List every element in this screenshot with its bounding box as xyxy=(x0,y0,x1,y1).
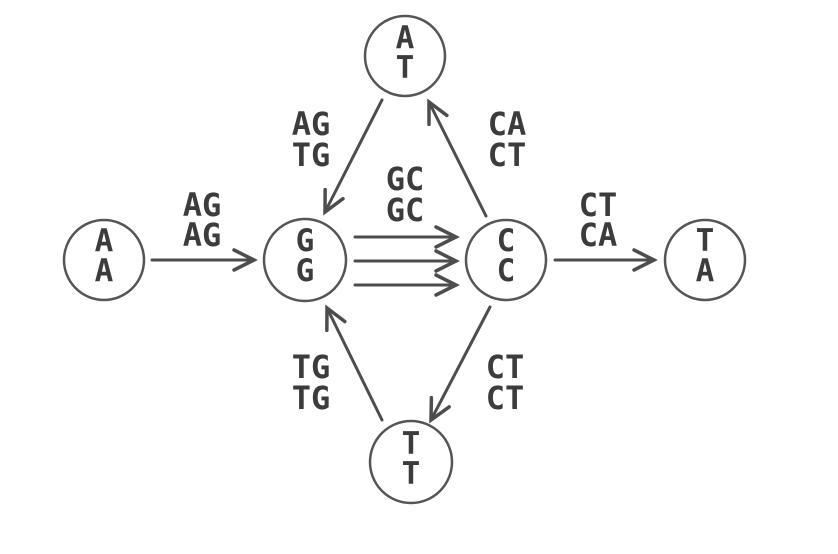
edge-tt-gg-label-bottom: TG xyxy=(292,379,331,417)
node-cc: C C xyxy=(464,218,548,302)
node-gg-top: G xyxy=(296,223,315,259)
edge-tt-gg-label-top: TG xyxy=(292,348,331,386)
node-cc-bottom: C xyxy=(497,253,516,289)
node-aa-bottom: A xyxy=(95,253,114,289)
node-tt-top: T xyxy=(402,426,421,462)
edge-cc-ta-label-top: CT xyxy=(579,186,618,224)
edge-cc-at-label-bottom: CT xyxy=(488,136,527,174)
edge-tt-gg-arrow xyxy=(325,304,384,422)
node-cc-top: C xyxy=(497,223,516,259)
node-gg-bottom: G xyxy=(296,253,315,289)
edge-gg-cc-label-bottom: GC xyxy=(386,191,425,229)
edge-gg-cc-label-top: GC xyxy=(386,160,425,198)
edge-cc-tt-arrow xyxy=(429,305,492,424)
edge-cc-at: CA CT xyxy=(427,98,527,218)
node-ta-bottom: A xyxy=(696,253,715,289)
node-gg: G G xyxy=(262,217,348,303)
node-aa-top: A xyxy=(95,223,114,259)
node-ta-top: T xyxy=(696,223,715,259)
edge-cc-at-label-top: CA xyxy=(488,105,527,143)
node-at-top: A xyxy=(396,20,415,56)
edge-aa-gg-label-top: AG xyxy=(183,186,222,224)
edge-tt-gg: TG TG xyxy=(292,304,384,422)
edge-at-gg-arrow xyxy=(323,98,384,216)
edge-at-gg-label-bottom: TG xyxy=(292,136,331,174)
node-tt: T T xyxy=(368,419,454,505)
edge-at-gg-label-top: AG xyxy=(292,105,331,143)
edge-cc-at-arrow xyxy=(427,98,488,218)
edge-at-gg: AG TG xyxy=(292,98,384,216)
edge-aa-gg-label-bottom: AG xyxy=(183,216,222,254)
edge-cc-tt-label-bottom: CT xyxy=(486,379,525,417)
edge-cc-ta-label-bottom: CA xyxy=(579,216,618,254)
edge-aa-gg: AG AG xyxy=(150,186,258,272)
node-tt-bottom: T xyxy=(402,456,421,492)
edge-cc-tt-label-top: CT xyxy=(486,348,525,386)
edge-gg-cc: GC GC xyxy=(353,160,460,297)
edge-cc-tt: CT CT xyxy=(429,305,525,424)
node-aa: A A xyxy=(62,218,146,302)
edge-cc-ta: CT CA xyxy=(553,186,658,272)
node-ta: T A xyxy=(663,218,747,302)
node-at: A T xyxy=(363,14,447,98)
node-at-bottom: T xyxy=(396,50,415,86)
